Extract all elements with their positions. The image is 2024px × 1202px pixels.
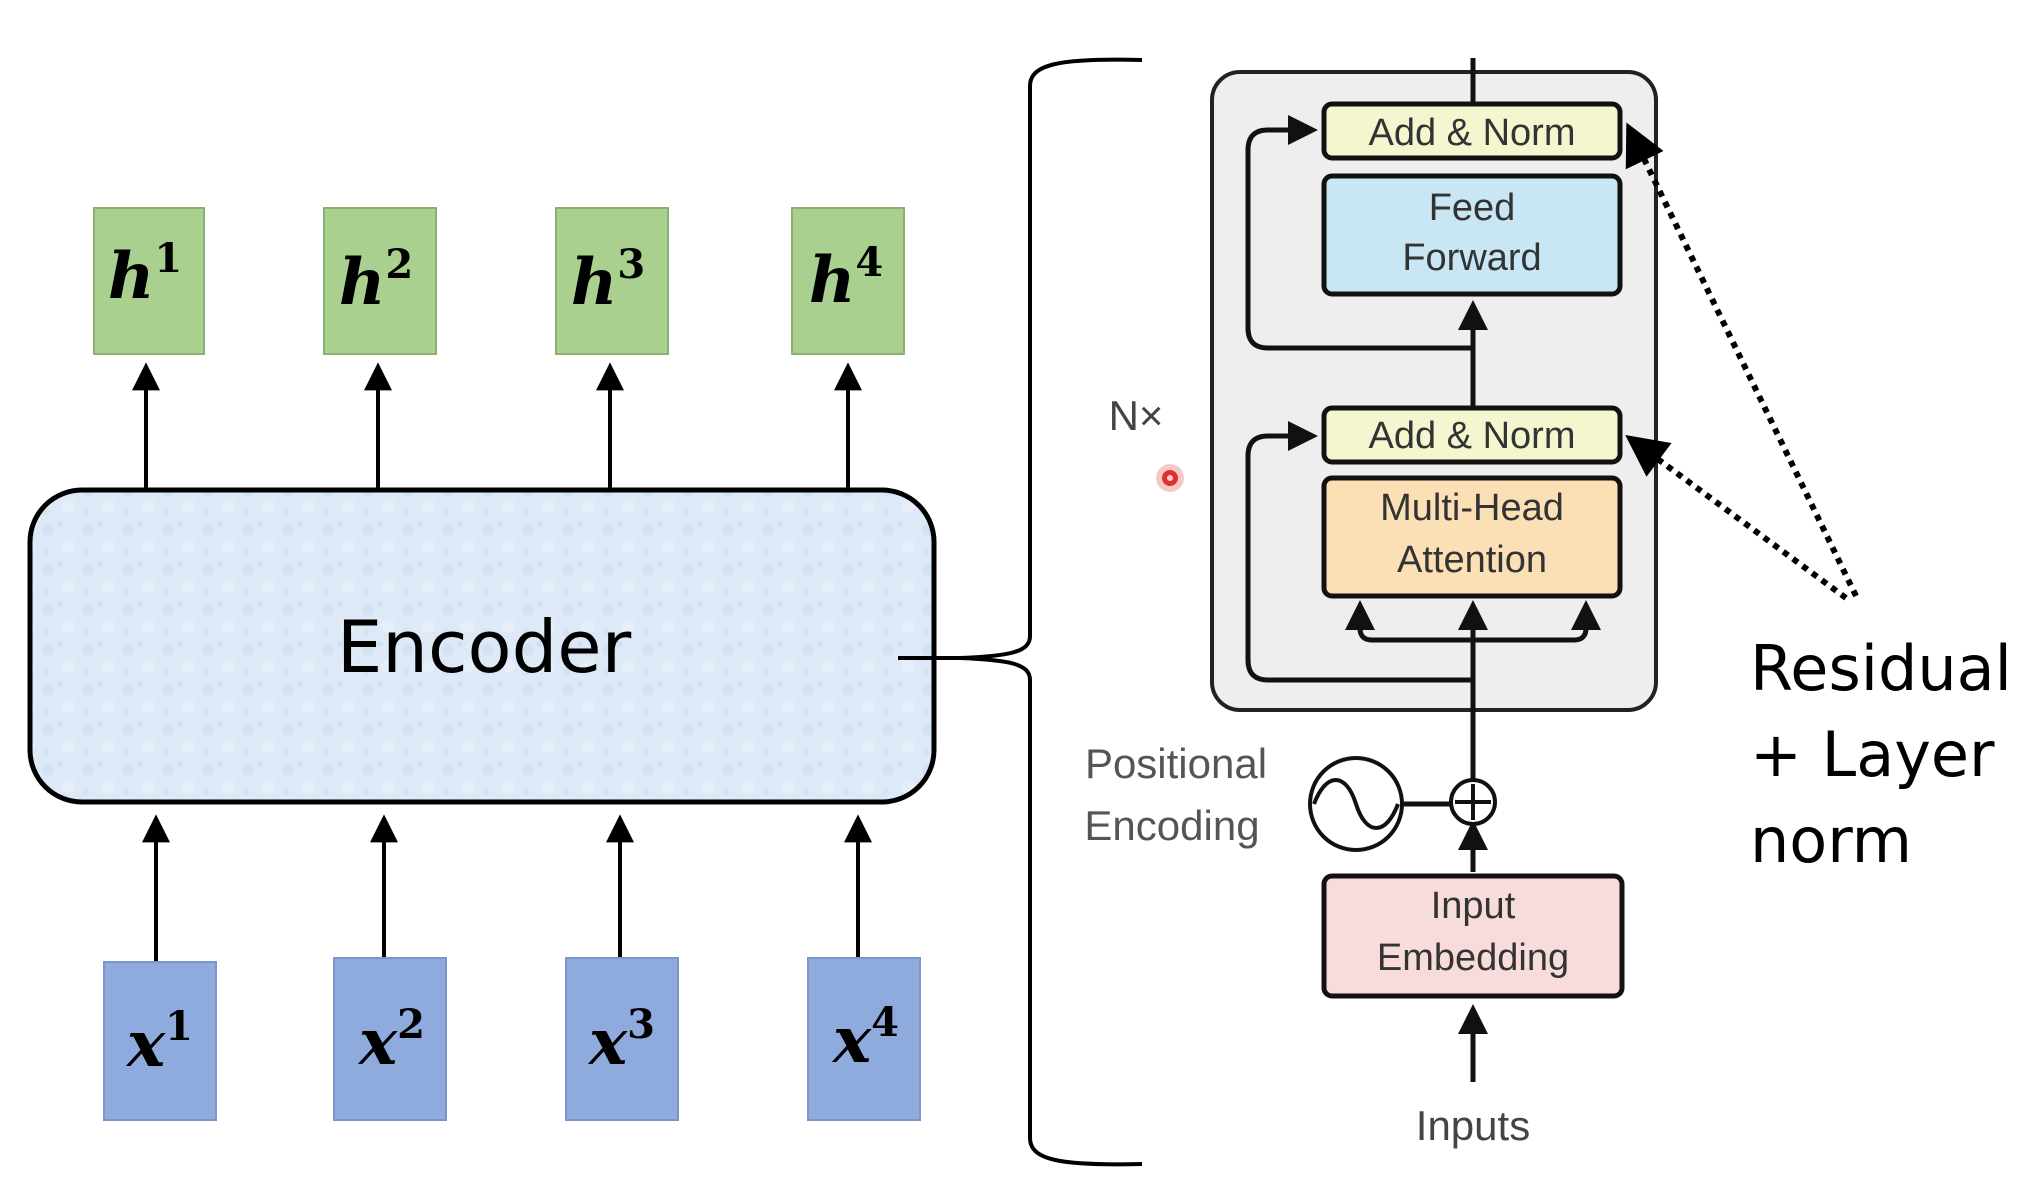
output-box-h3: h3 — [555, 207, 669, 355]
pointer-dot — [1156, 464, 1184, 492]
annotation-line3: norm — [1750, 804, 1912, 877]
output-sup: 1 — [154, 235, 182, 282]
feed-forward-line1: Feed — [1429, 187, 1516, 229]
input-box-x2: x2 — [333, 957, 447, 1121]
add-norm-top-label: Add & Norm — [1369, 112, 1576, 154]
input-embedding-line1: Input — [1431, 885, 1516, 927]
sine-wave-icon — [1308, 756, 1404, 852]
output-base: h — [339, 245, 386, 320]
output-box-h2: h2 — [323, 207, 437, 355]
svg-text:x1: x1 — [125, 1003, 193, 1082]
output-boxes: h1 h2 h3 h4 — [93, 207, 905, 355]
output-base: h — [809, 243, 856, 318]
output-base: h — [108, 239, 155, 314]
input-sup: 3 — [627, 1001, 655, 1048]
input-base: x — [125, 1007, 166, 1082]
positional-encoding-line2: Encoding — [1084, 802, 1259, 849]
svg-text:x2: x2 — [357, 1001, 425, 1080]
nx-label: N× — [1109, 392, 1164, 439]
multi-head-line2: Attention — [1397, 539, 1547, 581]
curly-brace — [898, 57, 1143, 1167]
add-norm-bottom: Add & Norm — [1321, 405, 1623, 465]
input-arrows — [142, 814, 872, 962]
add-norm-top: Add & Norm — [1321, 101, 1623, 161]
dotted-arrow-top — [1625, 122, 1859, 598]
input-base: x — [587, 1005, 628, 1080]
input-box-x1: x1 — [103, 961, 217, 1121]
encoder-label: Encoder — [337, 605, 632, 689]
svg-text:x4: x4 — [831, 999, 899, 1078]
attention-split-left — [1345, 600, 1473, 643]
inputs-label: Inputs — [1416, 1102, 1530, 1149]
output-sup: 2 — [385, 241, 413, 288]
svg-text:h1: h1 — [108, 235, 182, 314]
svg-text:h3: h3 — [571, 241, 645, 320]
plus-circle-icon — [1449, 778, 1497, 826]
annotation-line2: + Layer — [1750, 718, 1995, 791]
input-box-x4: x4 — [807, 957, 921, 1121]
annotation-line1: Residual — [1750, 632, 2012, 705]
encoder-layer-panel — [1210, 70, 1658, 712]
input-sup: 4 — [871, 999, 899, 1046]
output-sup: 3 — [617, 241, 645, 288]
input-boxes: x1 x2 x3 x4 — [103, 957, 921, 1121]
output-box-h1: h1 — [93, 207, 205, 355]
input-base: x — [357, 1005, 398, 1080]
residual-annotation-arrows — [1625, 122, 1859, 601]
output-arrows — [132, 362, 862, 490]
svg-text:x3: x3 — [587, 1001, 655, 1080]
svg-text:h2: h2 — [339, 241, 413, 320]
output-sup: 4 — [855, 239, 883, 286]
input-base: x — [831, 1003, 872, 1078]
add-norm-bottom-label: Add & Norm — [1369, 415, 1576, 457]
input-box-x3: x3 — [565, 957, 679, 1121]
multi-head-line1: Multi-Head — [1380, 487, 1564, 529]
output-box-h4: h4 — [791, 207, 905, 355]
input-sup: 2 — [397, 1001, 425, 1048]
attention-split-right — [1473, 600, 1601, 643]
svg-text:h4: h4 — [809, 239, 883, 318]
positional-encoding-line1: Positional — [1085, 740, 1267, 787]
residual-loop-bottom — [1245, 421, 1473, 683]
input-sup: 1 — [165, 1003, 193, 1050]
encoder-block: Encoder — [27, 487, 937, 805]
input-embedding-line2: Embedding — [1377, 937, 1569, 979]
output-base: h — [571, 245, 618, 320]
feed-forward-line2: Forward — [1402, 237, 1541, 279]
residual-loop-top — [1245, 115, 1473, 351]
dotted-arrow-bottom — [1625, 435, 1848, 601]
